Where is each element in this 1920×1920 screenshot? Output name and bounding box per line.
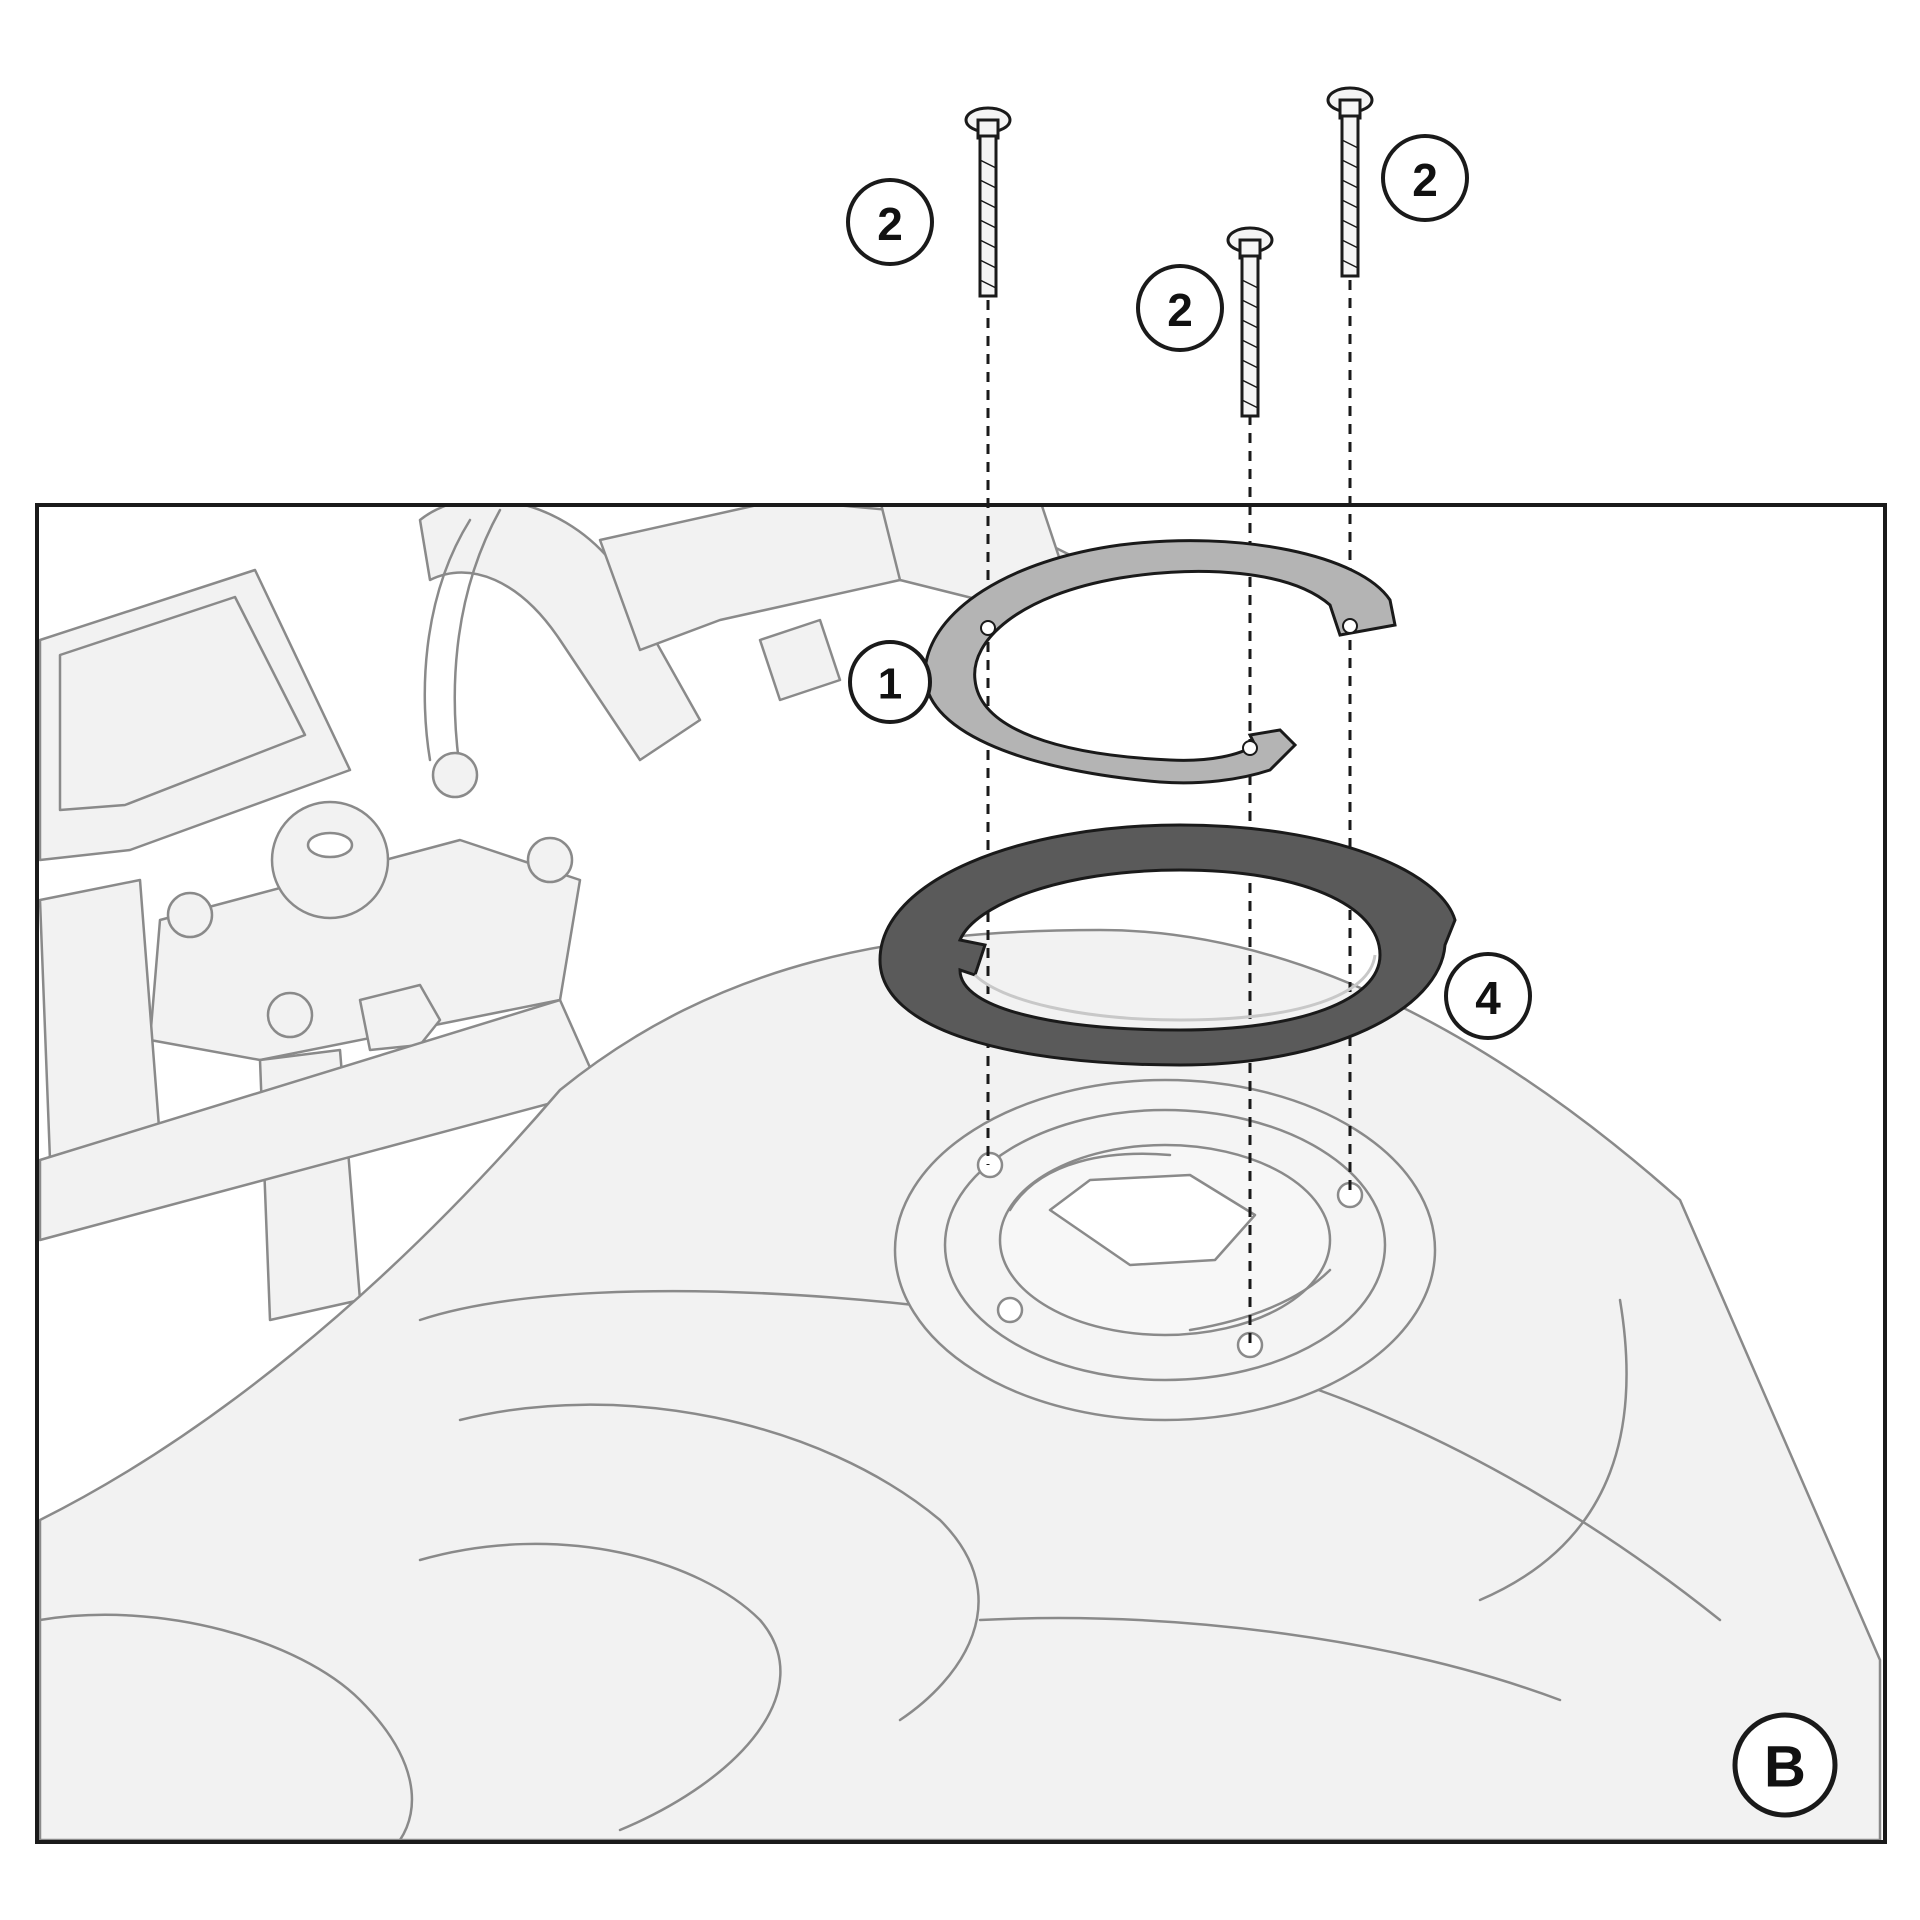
mounting-hole (996, 1296, 1024, 1324)
clamp-bolt (431, 751, 479, 799)
callout-label: 4 (1475, 972, 1501, 1024)
tank-contour (418, 1542, 782, 1832)
dashboard-display (38, 568, 352, 862)
ring-hole (980, 620, 996, 636)
callout-screw-left: 2 (846, 178, 934, 266)
panel-frame (35, 503, 1887, 1844)
clamp-bolt (526, 836, 574, 884)
lever-pivot (758, 618, 842, 702)
tank-contour (458, 1403, 980, 1722)
tank-contour (978, 1616, 1562, 1702)
metal-ring (923, 539, 1397, 785)
callout-label: 2 (1167, 284, 1193, 336)
clamp-bolt (266, 991, 314, 1039)
steering-nut (358, 983, 442, 1052)
callouts: 2 2 2 1 4 B (846, 134, 1838, 1818)
tank-contour (1478, 1298, 1628, 1602)
adapter-ring-inner-lip (973, 954, 1377, 1022)
callout-label: 2 (877, 198, 903, 250)
callout-screw-right: 2 (1381, 134, 1469, 222)
adapter-ring (878, 823, 1457, 1067)
fuel-cap-ring (943, 1108, 1387, 1382)
ignition-lock (270, 800, 390, 920)
fuel-cap-slot (1188, 1268, 1332, 1332)
mounting-hole (976, 1151, 1004, 1179)
screw-right (1326, 86, 1374, 278)
callout-adapter: 4 (1444, 952, 1532, 1040)
motorcycle-illustration (38, 468, 1882, 1842)
screw-middle (1226, 226, 1274, 418)
callout-label: 1 (878, 660, 902, 709)
callout-label: 2 (1412, 154, 1438, 206)
cable (423, 518, 472, 762)
ring-hole (1242, 740, 1258, 756)
ring-hole (1342, 618, 1358, 634)
callout-ring: 1 (848, 640, 932, 724)
tank-contour (38, 1613, 414, 1842)
fork-tube-left (38, 878, 162, 1162)
cable (453, 508, 502, 772)
callout-screw-middle: 2 (1136, 264, 1224, 352)
clamp-bolt (166, 891, 214, 939)
fuel-tank (38, 928, 1882, 1842)
adapter-ring-body (878, 823, 1457, 1067)
screws (964, 86, 1374, 418)
metal-ring-body (923, 539, 1397, 785)
fuel-cap-flap (1048, 1173, 1257, 1267)
ignition-keyhole (306, 831, 354, 859)
panel-label: B (1764, 1735, 1806, 1800)
fuel-cap-slot (1008, 1152, 1172, 1212)
panel-label-badge: B (1732, 1712, 1838, 1818)
dashboard-screen (58, 595, 307, 812)
screw-left (964, 106, 1012, 298)
